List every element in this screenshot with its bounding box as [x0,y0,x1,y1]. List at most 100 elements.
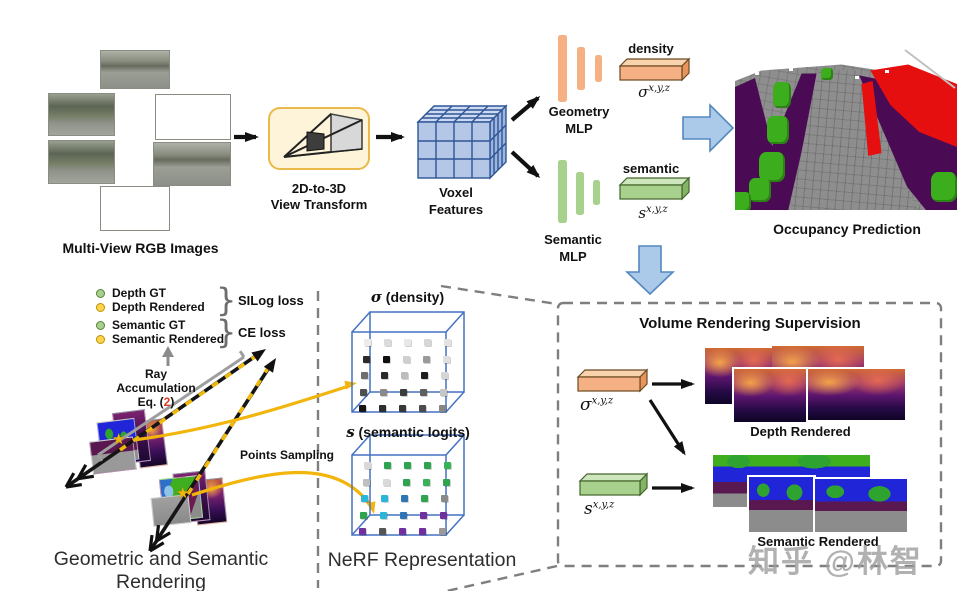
voxel-dot [399,405,406,412]
view-transform-line1: 2D-to-3D [291,181,347,196]
sigma-xyz-label: σx,y,z [620,83,688,101]
occupancy-speck [885,70,889,73]
semantic-mlp-bars [558,160,600,223]
voxel-dot [363,339,371,346]
supervision-sigma-label: σx,y,z [580,395,613,415]
s-symbol: s [638,204,647,222]
legend-semantic-gt: Semantic GT [112,318,186,332]
ce-brace: } [216,313,237,351]
voxel-dot [403,339,411,346]
voxel-dot [403,462,411,469]
voxel-dot [442,478,450,486]
camera-image-front [100,50,170,89]
geometry-mlp-bars [558,35,602,102]
voxel-dot [443,339,451,346]
semantic-cube-title: s (semantic logits) [318,423,498,441]
supervision-sigma-symbol: σ [580,395,592,415]
voxel-dot [399,528,406,535]
voxel-dot [422,355,430,363]
legend-depth-rendered: Depth Rendered [112,300,205,314]
semantic-mlp-line2: MLP [559,249,587,264]
voxel-dot [402,355,410,363]
legend-dot-depth-rendered [96,303,105,312]
voxel-dot [441,495,449,502]
occupancy-tree [749,178,771,202]
view-transform-label: 2D-to-3D View Transform [256,181,382,213]
voxel-dot [379,405,386,412]
voxel-dot [361,372,369,379]
supervision-sigma-sup: x,y,z [591,395,614,407]
multiview-collage [0,0,260,240]
silog-loss-label: SILog loss [238,293,304,308]
nerf-section-title: NeRF Representation [327,549,517,571]
voxel-dot [400,511,408,519]
voxel-dot [381,372,389,379]
voxel-dot [423,462,431,469]
voxel-dot [362,355,370,363]
semantic-rendered-label: Semantic Rendered [757,534,879,549]
semantic-cube-rest: (semantic logits) [358,424,470,440]
voxel-line1: Voxel [439,185,473,200]
voxel-dot [422,478,430,486]
voxel-dot [383,339,391,346]
silog-brace: } [216,281,237,319]
voxel-dot [400,388,408,396]
voxel-dot [419,528,426,535]
geometry-mlp-line1: Geometry [548,104,610,119]
voxel-dot [382,478,390,486]
rendering-section-title: Geometric and Semantic Rendering [53,548,269,591]
voxel-dot [439,528,446,535]
semantic-vector-bar [618,176,691,201]
voxel-dot [380,388,388,396]
voxel-dot [421,495,429,502]
sigma-symbol: σ [638,83,649,101]
depth-rendered-image [732,367,812,424]
voxel-dot [441,372,449,379]
voxel-dot [419,405,426,412]
camera-image-front-left [48,93,115,136]
camera-image-front-right [155,94,231,140]
eq-prefix: Eq. ( [137,395,164,409]
blue-arrow-down [625,245,675,296]
semantic-mlp-label: Semantic MLP [530,231,616,265]
semantic-label: semantic [622,161,680,176]
voxel-cube [416,104,508,180]
occupancy-tree [931,172,957,202]
occupancy-tree [767,116,789,144]
supervision-s-symbol: s [584,499,593,519]
legend-dot-semantic-gt [96,321,105,330]
voxel-dot [359,528,366,535]
semantic-cube-s: s [346,423,355,441]
density-cube-rest: (density) [385,289,445,305]
voxel-dot [439,405,446,412]
voxel-dot [420,388,428,396]
ray-accumulation-arrow [162,346,174,366]
legend-depth-gt: Depth GT [112,286,166,300]
camera-image-back-right [153,142,231,186]
density-vector-bar [618,57,691,82]
supervision-sigma-bar [576,368,649,393]
supervision-s-bar [578,472,649,497]
density-cube-title: σ (density) [340,288,475,306]
supervision-s-label: sx,y,z [584,499,614,519]
voxel-dot [401,372,409,379]
voxel-dot [379,528,386,535]
supervision-arrows [648,379,695,493]
camera-image-back-left [48,140,115,184]
voxel-dot [361,495,369,502]
watermark: 知乎 @林智 [748,544,923,579]
eq-number: 2 [163,395,171,409]
depth-rendered-image [806,367,907,422]
ray-accumulation-label: Ray Accumulation Eq. (2) [105,367,207,409]
depth-rendered-label: Depth Rendered [750,424,851,439]
voxel-dot [423,339,431,346]
geometry-mlp-line2: MLP [565,121,593,136]
voxel-dot [443,462,451,469]
geometry-mlp-label: Geometry MLP [536,103,622,137]
occupancy-tree [773,82,791,108]
ce-loss-label: CE loss [238,325,286,340]
density-cube-sigma: σ [370,288,382,306]
legend-dot-semantic-rendered [96,335,105,344]
voxel-dot [440,511,448,519]
